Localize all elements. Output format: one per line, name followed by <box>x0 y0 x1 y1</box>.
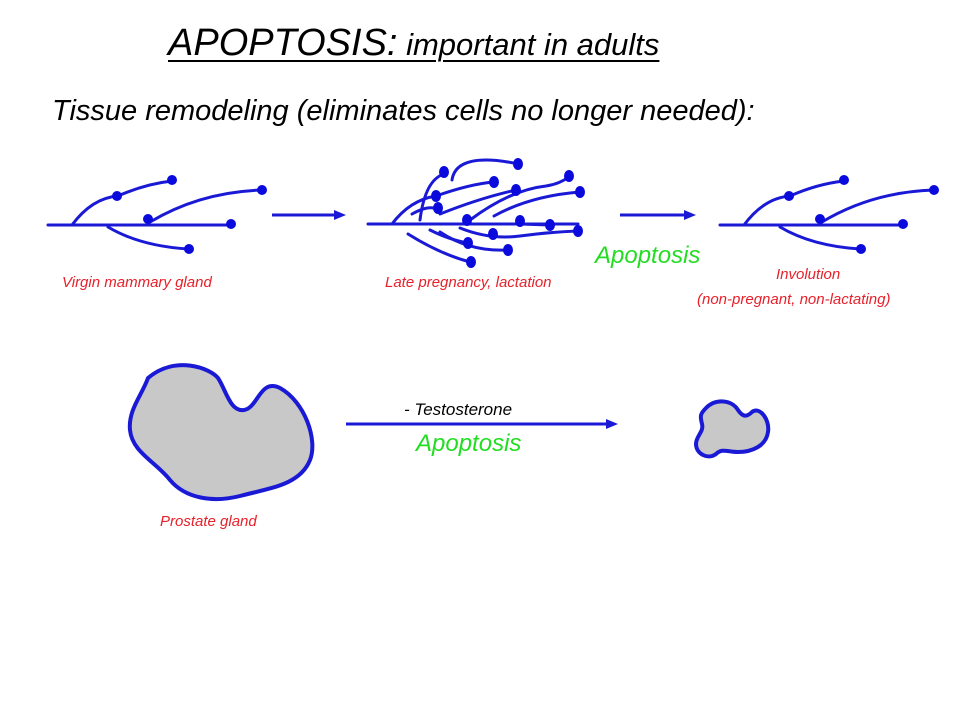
arrow-pregnancy-to-involution <box>620 210 696 220</box>
virgin-gland-diagram <box>46 175 267 254</box>
slide-subtitle: Tissue remodeling (eliminates cells no l… <box>52 95 755 127</box>
label-apoptosis-mammary: Apoptosis <box>595 242 701 269</box>
pregnancy-gland-diagram <box>366 158 585 268</box>
title-main: APOPTOSIS: <box>168 22 398 64</box>
label-late-pregnancy: Late pregnancy, lactation <box>385 274 552 291</box>
prostate-gland-shape <box>127 363 315 501</box>
label-prostate-gland: Prostate gland <box>160 513 257 530</box>
arrow-testosterone-removal <box>346 419 618 429</box>
label-testosterone: - Testosterone <box>404 400 513 419</box>
label-involution: Involution <box>776 266 841 283</box>
label-apoptosis-prostate: Apoptosis <box>416 430 522 457</box>
shrunken-prostate-shape <box>694 399 771 459</box>
label-virgin-mammary-gland: Virgin mammary gland <box>62 274 212 291</box>
slide-title: APOPTOSIS: important in adults <box>168 22 659 65</box>
title-sub: important in adults <box>397 27 660 62</box>
arrow-virgin-to-pregnancy <box>272 210 346 220</box>
label-involution-detail: (non-pregnant, non-lactating) <box>697 291 891 308</box>
involution-gland-diagram <box>718 175 939 254</box>
